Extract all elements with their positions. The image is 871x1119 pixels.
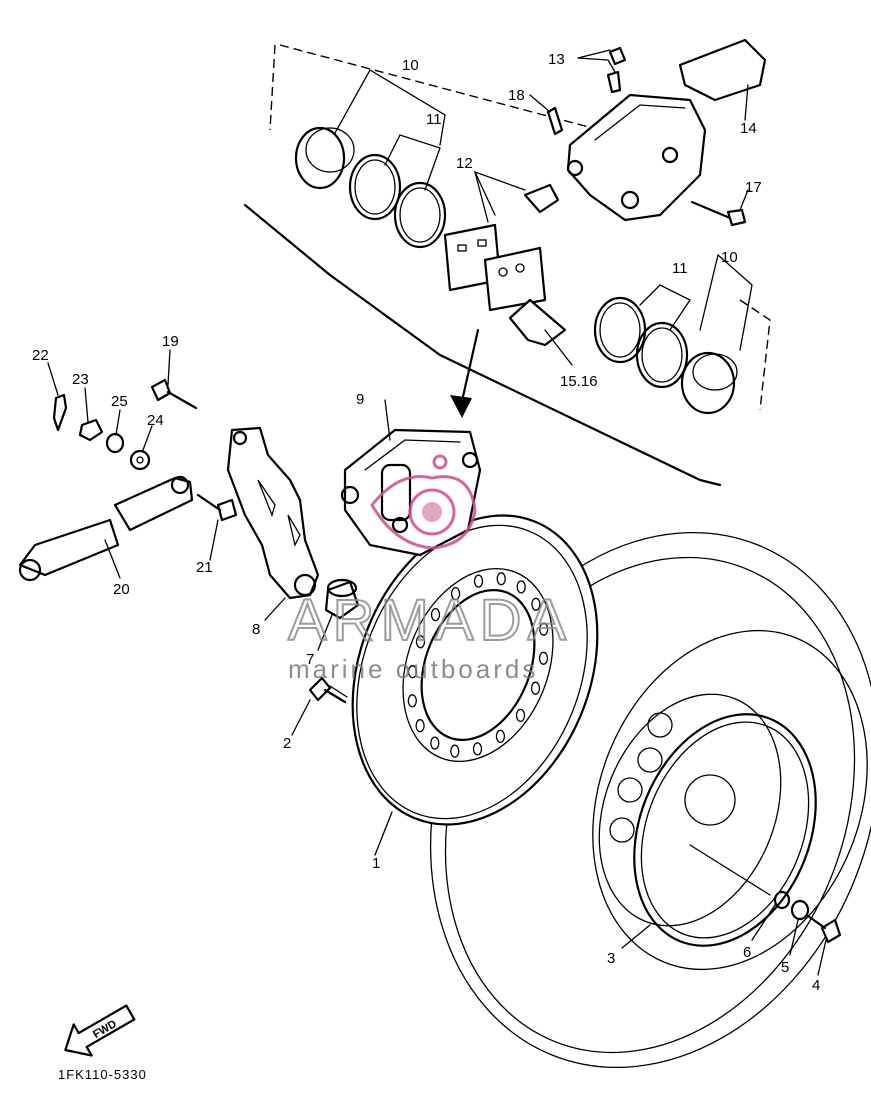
watermark-logo [370,454,477,550]
callout-5: 5 [781,959,789,976]
leader-lines [47,49,827,976]
seal-right-b [635,321,689,389]
bolt-2 [308,676,348,704]
diagram-code: 1FK110-5330 [58,1067,147,1082]
bleed-screw [606,46,627,94]
caliper-body [566,93,707,222]
disc-hole [473,574,484,588]
seal-left-b [393,181,447,249]
disc-hole [531,597,541,611]
callout-13: 13 [548,51,565,68]
pad-spring [508,298,567,347]
disc-hole [472,742,483,756]
watermark-brand: ARMADA [288,588,572,653]
washer-6 [773,890,791,910]
caliper-cover [678,38,767,102]
rear-wheel [429,531,871,1069]
callout-15-16: 15.16 [560,373,598,390]
disc-hole [530,681,541,695]
bolt-19 [150,378,198,410]
brake-plate [633,713,817,947]
callout-9: 9 [356,391,364,408]
callout-22: 22 [32,347,49,364]
pad-pin [546,106,564,136]
callout-labels: 1 2 3 4 5 6 7 8 9 10 10 11 11 12 13 14 1… [32,51,820,994]
bolt-17 [690,200,747,227]
disc-hole [450,586,461,601]
disc-hole [538,651,549,665]
brake-disc [351,514,599,826]
callout-6: 6 [743,944,751,961]
callout-12: 12 [456,155,473,172]
callout-25: 25 [111,393,128,410]
callout-4: 4 [812,977,820,994]
caliper-exploded-group [243,44,771,487]
disc-hole [415,635,426,649]
disc-hole [539,622,549,636]
washer-25 [105,432,125,454]
bolt-21 [196,493,238,522]
callout-2: 2 [283,735,291,752]
disc-hole [407,694,417,708]
callout-21: 21 [196,559,213,576]
disc-hole [430,607,441,622]
callout-24: 24 [147,412,164,429]
washer-24 [129,449,151,471]
disc-hole [415,719,425,733]
forward-arrow: FWD [64,1004,136,1057]
washer-5 [790,899,810,921]
callout-7: 7 [306,651,314,668]
callout-11-top: 11 [426,111,442,128]
disc-hole [450,744,460,758]
callout-17: 17 [745,179,762,196]
callout-20: 20 [113,581,130,598]
disc-hole [430,736,440,750]
piston-left [294,126,355,190]
callout-18: 18 [508,87,525,104]
torque-rod [18,475,194,582]
brake-pad-b [483,246,547,312]
watermark-tagline: marine outboards [288,654,538,684]
callout-8: 8 [252,621,260,638]
pad-clip [523,183,560,214]
callout-3: 3 [607,950,615,967]
piston-right [680,351,738,415]
callout-11-right: 11 [672,260,688,277]
disc-hole [496,572,506,586]
disc-hole [495,729,506,744]
disc-hole [516,580,526,594]
disc-hole [407,665,418,679]
callout-10-right: 10 [721,249,738,266]
callout-14: 14 [740,120,757,137]
caliper-bracket [226,426,320,600]
collar [324,578,360,620]
seal-left-a [348,153,402,221]
callout-19: 19 [162,333,179,350]
cotter-pin [52,393,68,432]
callout-23: 23 [72,371,89,388]
disc-hole [515,708,526,723]
watermark: ARMADA marine outboards [287,454,572,684]
nut-23 [78,418,104,442]
callout-1: 1 [372,855,380,872]
bolt-4 [806,914,842,944]
callout-10-top: 10 [402,57,419,74]
